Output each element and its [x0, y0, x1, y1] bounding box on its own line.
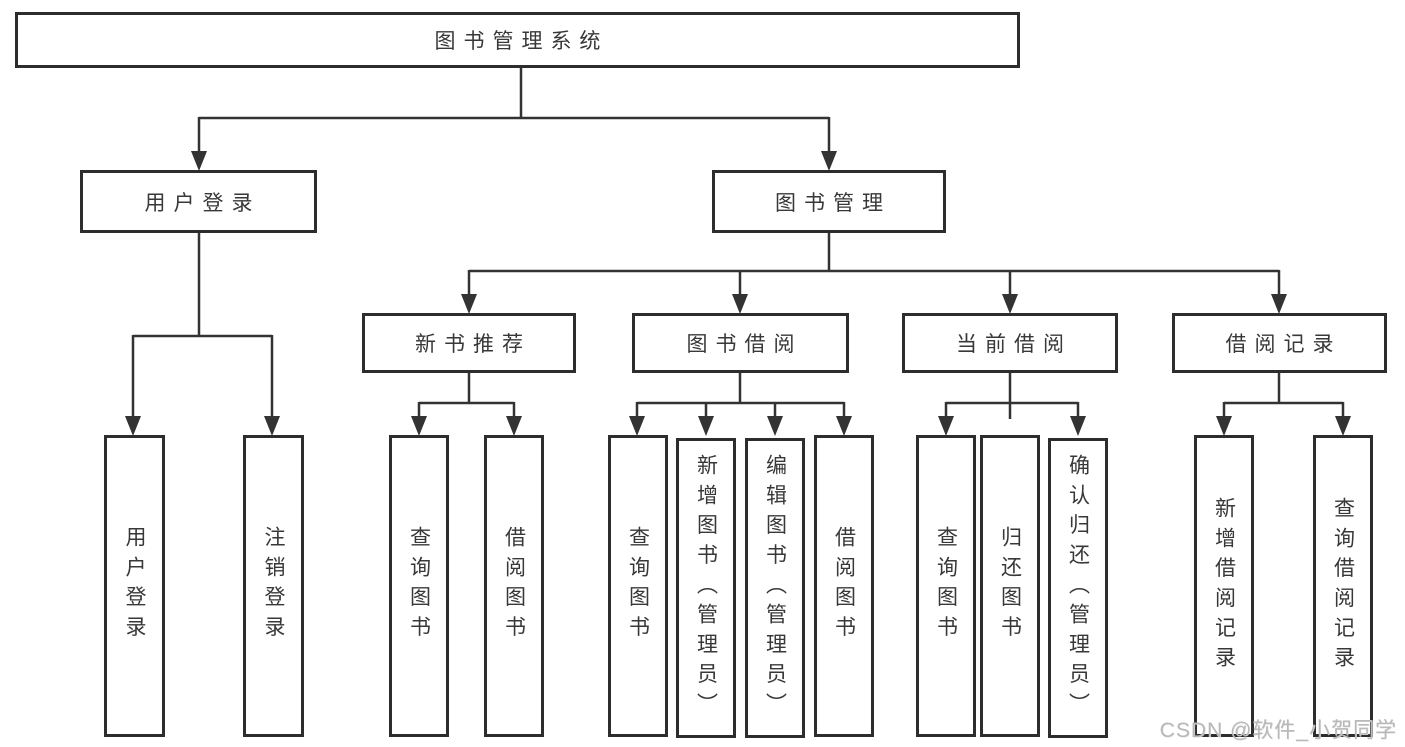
node-new-book-recommend: 新书推荐 — [362, 313, 576, 373]
node-newbook-query-label: 查询图书 — [407, 526, 431, 646]
node-book-borrowing: 图书借阅 — [632, 313, 849, 373]
node-borrowing-records-label: 借阅记录 — [1225, 333, 1342, 356]
node-newbook-borrow-label: 借阅图书 — [502, 526, 526, 646]
node-current-query: 查询图书 — [916, 435, 976, 737]
node-login-logout: 注销登录 — [243, 435, 304, 737]
node-borrow-add-admin-label: 新增图书（管理员） — [694, 453, 718, 723]
node-current-query-label: 查询图书 — [934, 526, 958, 646]
node-borrow-edit-admin-label: 编辑图书（管理员） — [763, 453, 787, 723]
node-user-login-branch-label: 用户登录 — [144, 191, 261, 215]
node-newbook-query: 查询图书 — [389, 435, 449, 737]
node-new-book-recommend-label: 新书推荐 — [415, 333, 531, 356]
node-current-confirm-admin-label: 确认归还（管理员） — [1066, 453, 1090, 723]
node-user-login-branch: 用户登录 — [80, 170, 317, 233]
node-borrow-add-admin: 新增图书（管理员） — [676, 438, 736, 738]
node-current-return-label: 归还图书 — [998, 526, 1022, 646]
node-login-user-label: 用户登录 — [123, 526, 146, 646]
node-records-query-label: 查询借阅记录 — [1331, 496, 1355, 676]
node-borrow-query: 查询图书 — [608, 435, 668, 737]
node-borrowing-records: 借阅记录 — [1172, 313, 1387, 373]
node-root-label: 图书管理系统 — [434, 30, 609, 53]
node-records-add-label: 新增借阅记录 — [1212, 496, 1236, 676]
csdn-watermark: CSDN @软件_小贺同学 — [1159, 719, 1397, 742]
node-borrow-query-label: 查询图书 — [626, 526, 650, 646]
node-root: 图书管理系统 — [15, 12, 1020, 68]
node-borrow-edit-admin: 编辑图书（管理员） — [745, 438, 805, 738]
node-records-query: 查询借阅记录 — [1313, 435, 1373, 737]
node-newbook-borrow: 借阅图书 — [484, 435, 544, 737]
node-records-add: 新增借阅记录 — [1194, 435, 1254, 737]
node-current-confirm-admin: 确认归还（管理员） — [1048, 438, 1108, 738]
node-login-user: 用户登录 — [104, 435, 165, 737]
node-borrow-borrow-label: 借阅图书 — [832, 526, 856, 646]
node-book-management-branch-label: 图书管理 — [775, 191, 891, 215]
node-borrow-borrow: 借阅图书 — [814, 435, 874, 737]
node-login-logout-label: 注销登录 — [262, 526, 285, 646]
node-current-borrowing: 当前借阅 — [902, 313, 1118, 373]
node-book-borrowing-label: 图书借阅 — [686, 333, 803, 356]
node-current-borrowing-label: 当前借阅 — [956, 333, 1072, 356]
node-current-return: 归还图书 — [980, 435, 1040, 737]
node-book-management-branch: 图书管理 — [712, 170, 946, 233]
